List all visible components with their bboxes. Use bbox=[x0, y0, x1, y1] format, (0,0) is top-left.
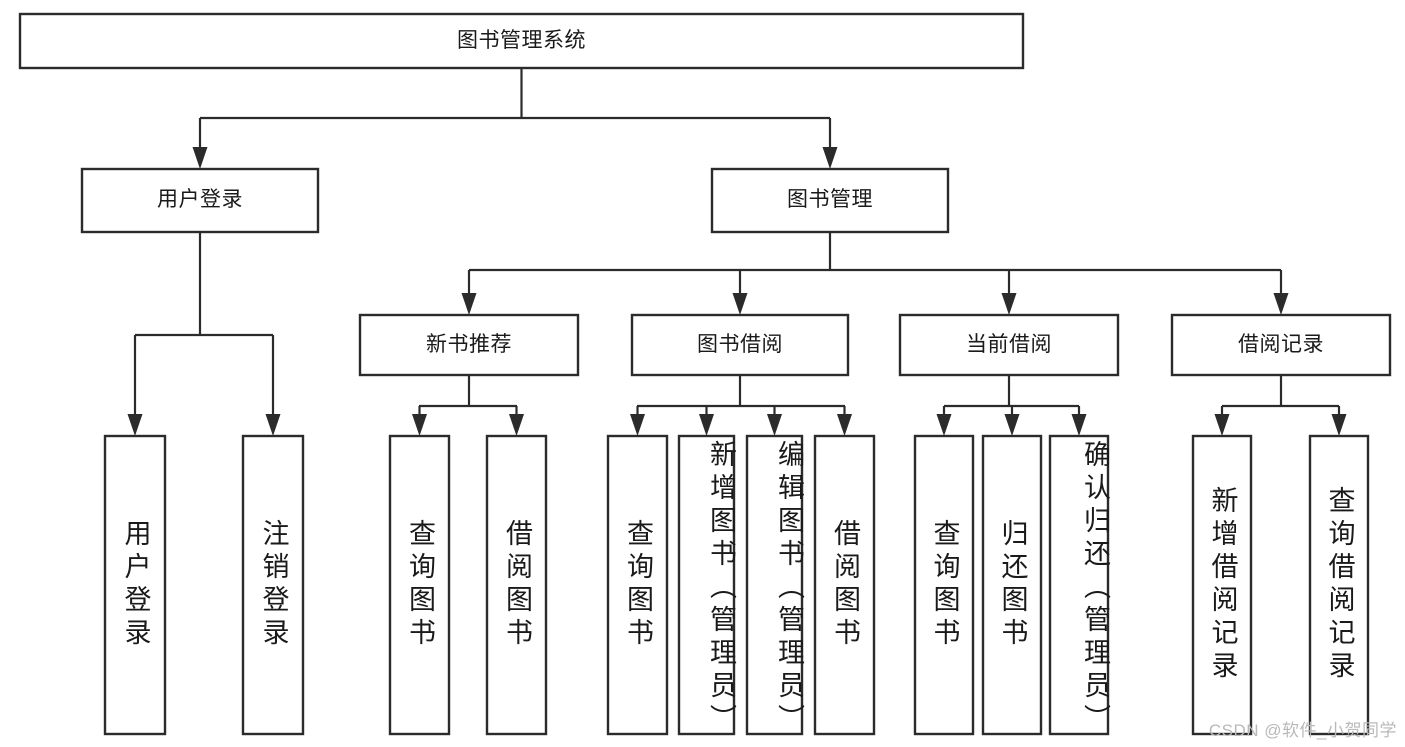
node-box-leaf-query-book-rec bbox=[388, 434, 451, 736]
node-box-user-login bbox=[80, 167, 320, 234]
node-box-leaf-borrow-book-b bbox=[813, 434, 876, 736]
connector-current-borrow-to-leaf-query-book-c-arrowhead bbox=[936, 414, 952, 436]
node-box-layer bbox=[18, 12, 1392, 736]
csdn-watermark: CSDN @软件_小贺同学 bbox=[1208, 721, 1397, 740]
connector-book-manage-to-book-borrow-arrowhead bbox=[732, 293, 748, 315]
connector-root-to-user-login-arrowhead bbox=[192, 147, 208, 169]
connector-book-borrow-to-leaf-edit-book-arrowhead bbox=[767, 414, 782, 436]
node-box-current-borrow bbox=[898, 313, 1120, 377]
node-box-book-borrow bbox=[630, 313, 850, 377]
connector-book-borrow-to-leaf-borrow-book-b-arrowhead bbox=[837, 414, 852, 436]
node-box-leaf-logout-login bbox=[241, 434, 305, 736]
node-box-borrow-record bbox=[1170, 313, 1392, 377]
node-box-leaf-add-borrow-record bbox=[1191, 434, 1253, 736]
node-box-leaf-add-book bbox=[677, 434, 736, 736]
connector-book-manage-to-current-borrow-arrowhead bbox=[1001, 293, 1017, 315]
connector-book-borrow-to-leaf-query-book-b-arrowhead bbox=[630, 414, 645, 436]
node-box-leaf-return-book bbox=[981, 434, 1043, 736]
connector-root-to-book-manage-arrowhead bbox=[822, 147, 838, 169]
connector-user-login-to-leaf-logout-login-arrowhead bbox=[265, 414, 281, 436]
connector-borrow-record-to-leaf-add-borrow-record-arrowhead bbox=[1214, 414, 1230, 436]
node-box-book-manage bbox=[710, 167, 950, 234]
connector-borrow-record-to-leaf-query-borrow-record-arrowhead bbox=[1331, 414, 1347, 436]
connector-new-book-rec-to-leaf-query-book-rec-arrowhead bbox=[412, 414, 427, 436]
connector-book-manage-to-borrow-record-arrowhead bbox=[1273, 293, 1289, 315]
connector-new-book-rec-to-leaf-borrow-book-rec-arrowhead bbox=[509, 414, 524, 436]
node-box-leaf-query-book-c bbox=[913, 434, 975, 736]
connector-book-borrow-to-leaf-add-book-arrowhead bbox=[699, 414, 714, 436]
node-box-leaf-confirm-return bbox=[1048, 434, 1110, 736]
node-box-new-book-rec bbox=[358, 313, 580, 377]
node-box-leaf-query-borrow-record bbox=[1308, 434, 1370, 736]
node-box-leaf-edit-book bbox=[745, 434, 804, 736]
connector-book-manage-to-new-book-rec-arrowhead bbox=[461, 293, 477, 315]
node-box-leaf-query-book-b bbox=[606, 434, 669, 736]
node-box-leaf-user-login bbox=[103, 434, 167, 736]
node-box-leaf-borrow-book-rec bbox=[485, 434, 548, 736]
connector-current-borrow-to-leaf-confirm-return-arrowhead bbox=[1071, 414, 1087, 436]
node-box-root bbox=[18, 12, 1025, 70]
connector-current-borrow-to-leaf-return-book-arrowhead bbox=[1004, 414, 1020, 436]
connector-user-login-to-leaf-user-login-arrowhead bbox=[127, 414, 143, 436]
connector-layer bbox=[127, 68, 1347, 436]
